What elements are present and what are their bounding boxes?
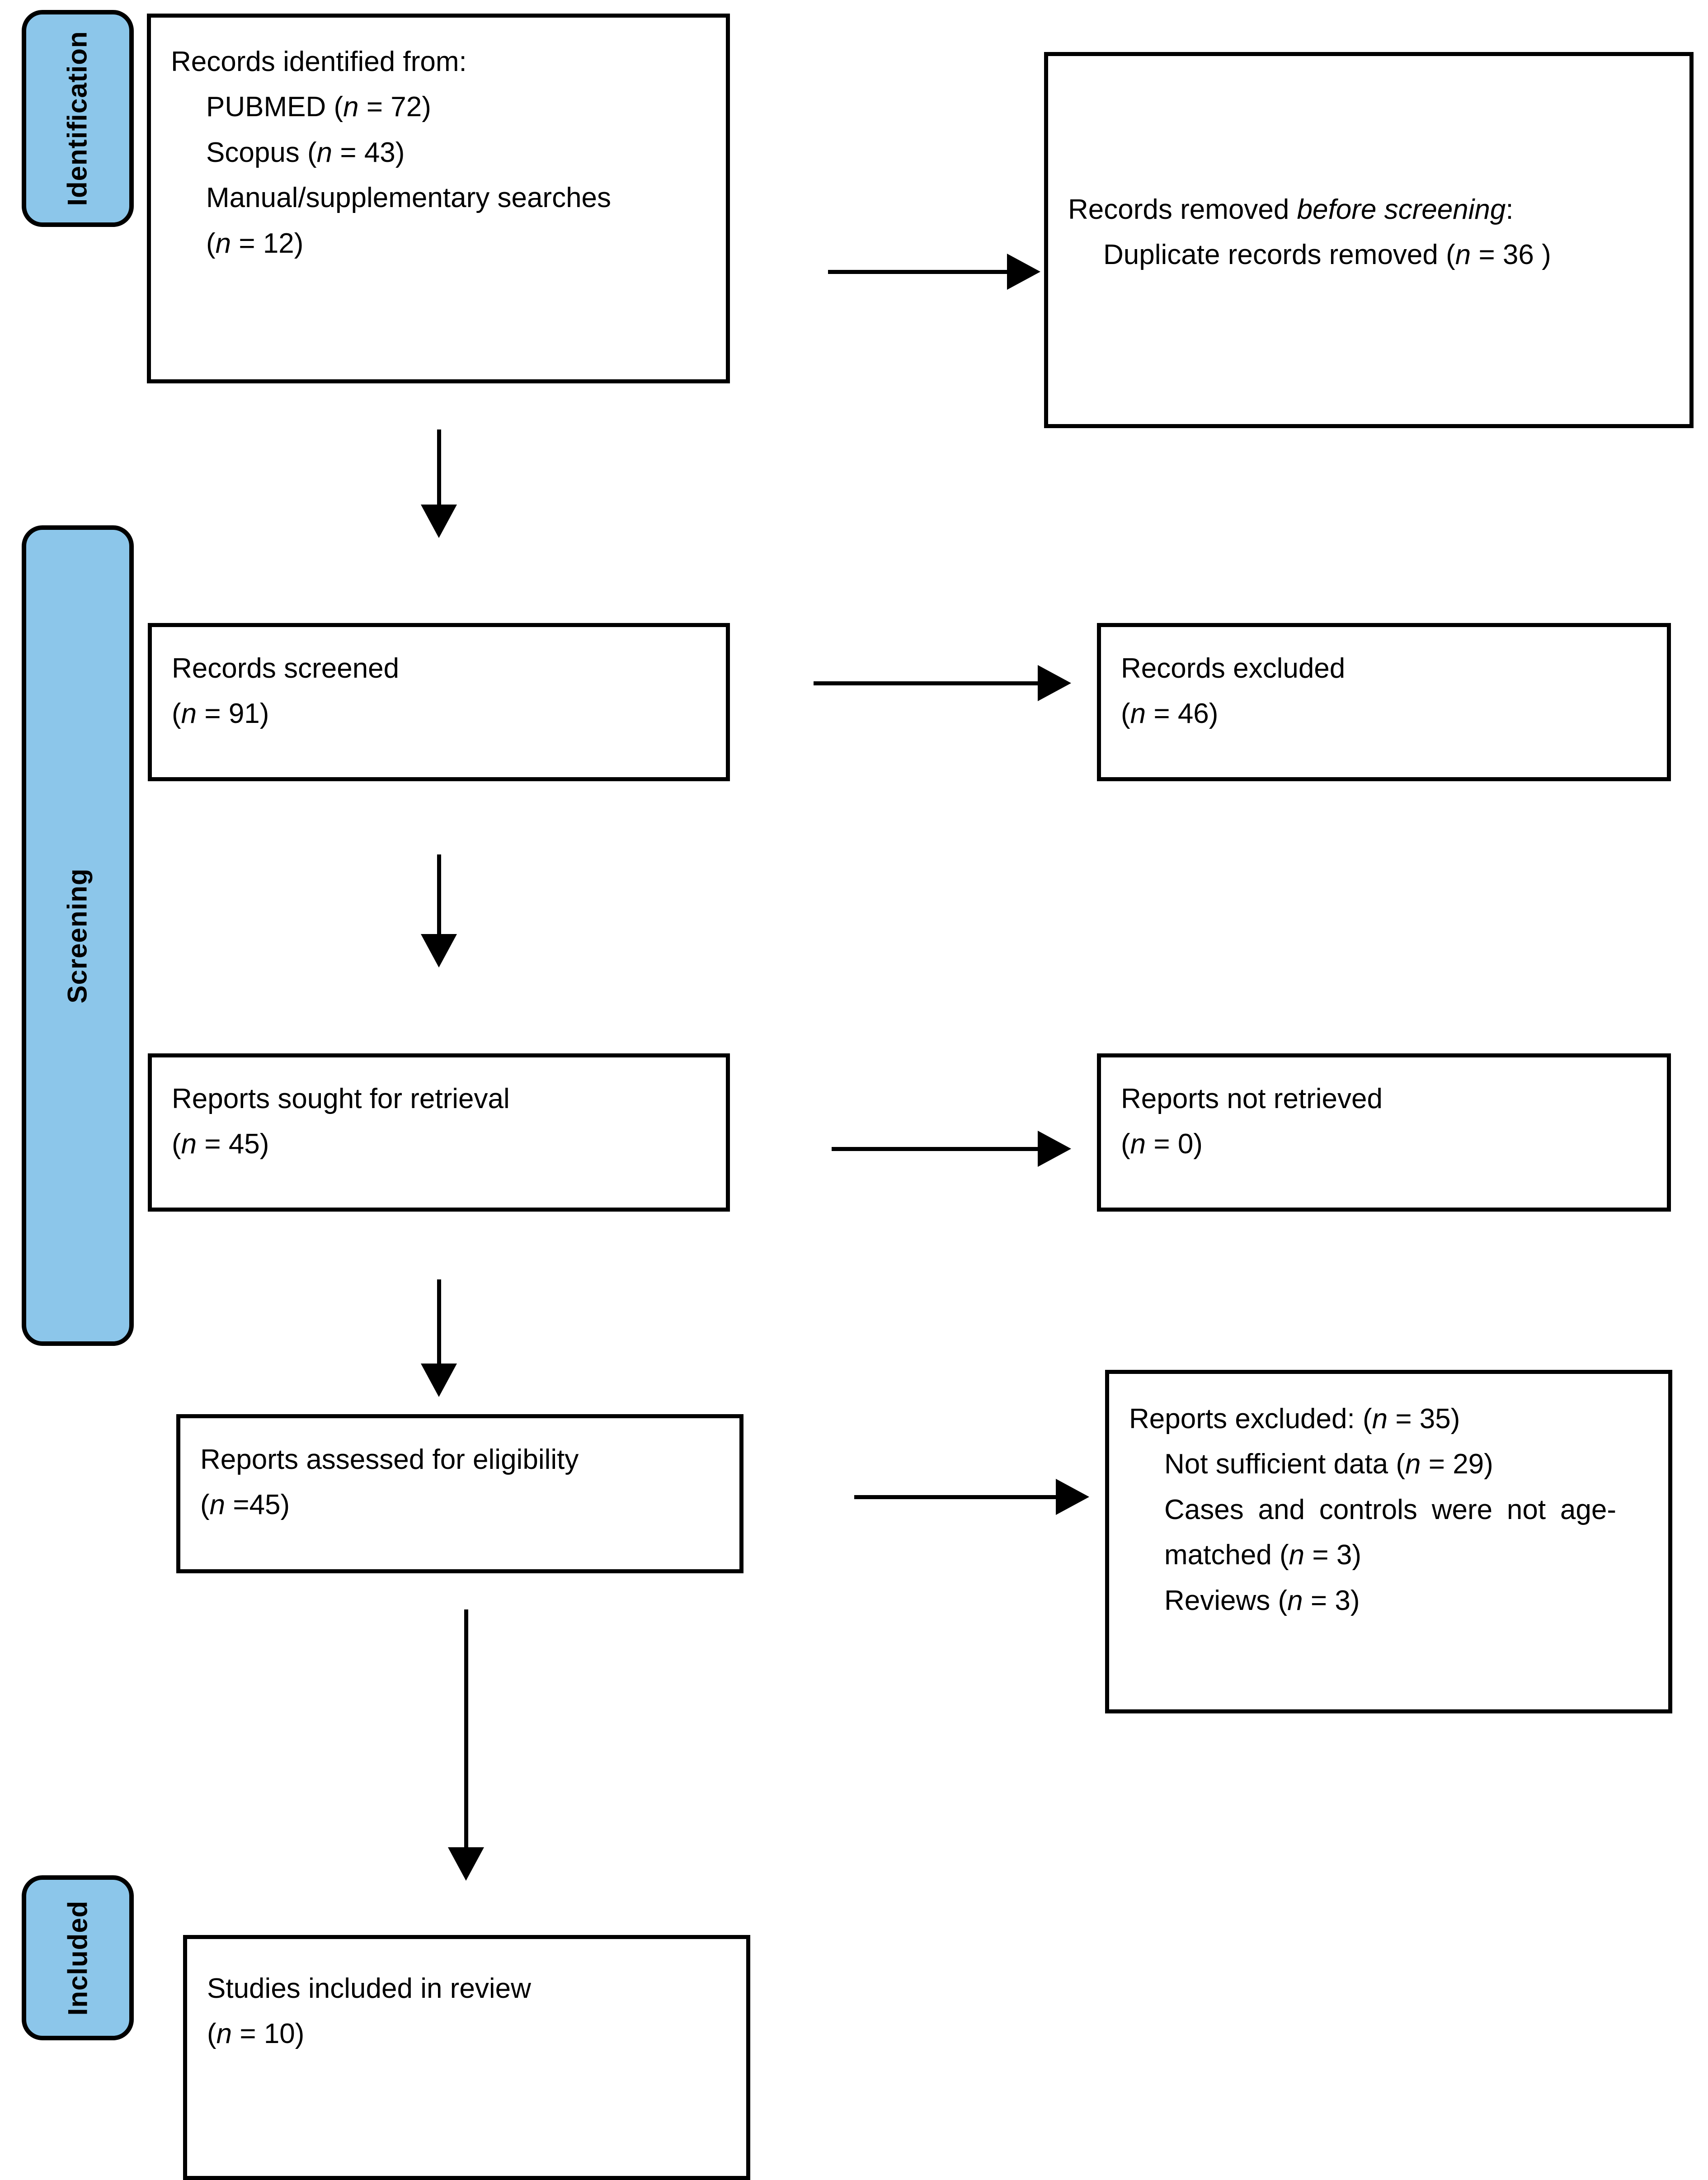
box-reports-sought: Reports sought for retrieval (n = 45) (148, 1053, 730, 1212)
records-removed-line-1: Duplicate records removed (n = 36 ) (1103, 239, 1551, 271)
records-screened-line-0: Records screened (172, 653, 400, 684)
arrow-screened-to-sought (420, 854, 457, 967)
records-identified-line-2: Scopus (n = 43) (206, 137, 405, 168)
records-identified-line-1: PUBMED (n = 72) (206, 91, 431, 123)
reports-excluded-line-2: Cases and controls were not age-matched … (1164, 1494, 1616, 1571)
reports-not-retrieved-line-1: (n = 0) (1121, 1128, 1203, 1160)
stage-bar-screening: Screening (22, 525, 134, 1346)
reports-excluded-line-1: Not sufficient data (n = 29) (1164, 1449, 1493, 1480)
studies-included-line-1: (n = 10) (207, 2018, 305, 2050)
box-records-removed: Records removed before screening: Duplic… (1044, 52, 1694, 428)
records-excluded-line-0: Records excluded (1121, 653, 1346, 684)
arrow-screened-to-excluded (814, 665, 1071, 702)
records-excluded-line-1: (n = 46) (1121, 698, 1219, 730)
arrow-identified-to-screened (420, 429, 457, 538)
reports-assessed-line-1: (n =45) (200, 1489, 290, 1521)
records-identified-line-3: Manual/supplementary searches (n = 12) (206, 182, 612, 259)
arrow-assessed-to-excluded (854, 1478, 1089, 1515)
studies-included-line-0: Studies included in review (207, 1973, 531, 2004)
arrow-identified-to-removed (828, 253, 1040, 290)
reports-excluded-line-0: Reports excluded: (n = 35) (1129, 1403, 1460, 1434)
reports-sought-line-0: Reports sought for retrieval (172, 1083, 510, 1114)
arrow-sought-to-assessed (420, 1279, 457, 1397)
box-records-screened: Records screened (n = 91) (148, 623, 730, 781)
stage-bar-included: Included (22, 1875, 134, 2040)
reports-sought-line-1: (n = 45) (172, 1128, 269, 1160)
arrow-sought-to-notretrieved (832, 1130, 1071, 1167)
box-studies-included: Studies included in review (n = 10) (183, 1935, 750, 2180)
box-records-identified: Records identified from: PUBMED (n = 72)… (147, 14, 730, 383)
stage-bar-identification: Identification (22, 10, 134, 227)
box-reports-excluded: Reports excluded: (n = 35) Not sufficien… (1105, 1370, 1672, 1713)
reports-not-retrieved-line-0: Reports not retrieved (1121, 1083, 1383, 1114)
reports-excluded-line-3: Reviews (n = 3) (1164, 1585, 1360, 1616)
box-reports-not-retrieved: Reports not retrieved (n = 0) (1097, 1053, 1671, 1212)
stage-label-screening: Screening (62, 868, 93, 1004)
box-records-excluded: Records excluded (n = 46) (1097, 623, 1671, 781)
reports-assessed-line-0: Reports assessed for eligibility (200, 1444, 579, 1475)
records-screened-line-1: (n = 91) (172, 698, 269, 730)
box-reports-assessed: Reports assessed for eligibility (n =45) (176, 1414, 743, 1573)
stage-label-identification: Identification (62, 31, 93, 206)
arrow-assessed-to-included (447, 1609, 485, 1881)
records-identified-line-0: Records identified from: (171, 46, 467, 77)
records-removed-line-0: Records removed before screening: (1068, 194, 1514, 225)
stage-label-included: Included (62, 1900, 93, 2015)
